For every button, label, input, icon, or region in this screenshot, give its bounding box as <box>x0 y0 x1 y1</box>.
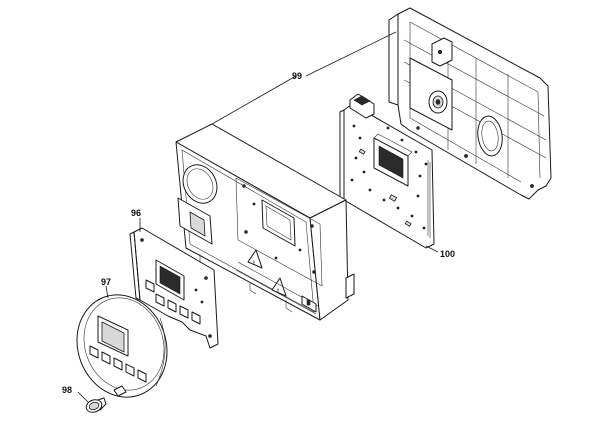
leader-lines <box>77 31 439 403</box>
callout-96: 96 <box>131 208 141 218</box>
part-98-knob <box>85 397 107 413</box>
svg-text:!: ! <box>253 261 255 267</box>
callout-98: 98 <box>62 385 72 395</box>
part-99-rear-frame <box>388 7 552 200</box>
callout-97: 97 <box>101 277 111 287</box>
board-components <box>350 124 428 230</box>
svg-text:!: ! <box>277 289 279 295</box>
part-97-front-bezel <box>76 294 168 398</box>
callout-99: 99 <box>292 71 302 81</box>
control-housing: ! ! <box>175 123 355 321</box>
callout-labels: 99 96 97 98 100 <box>62 71 455 395</box>
callout-100: 100 <box>440 249 455 259</box>
part-96-display-board <box>129 227 219 349</box>
